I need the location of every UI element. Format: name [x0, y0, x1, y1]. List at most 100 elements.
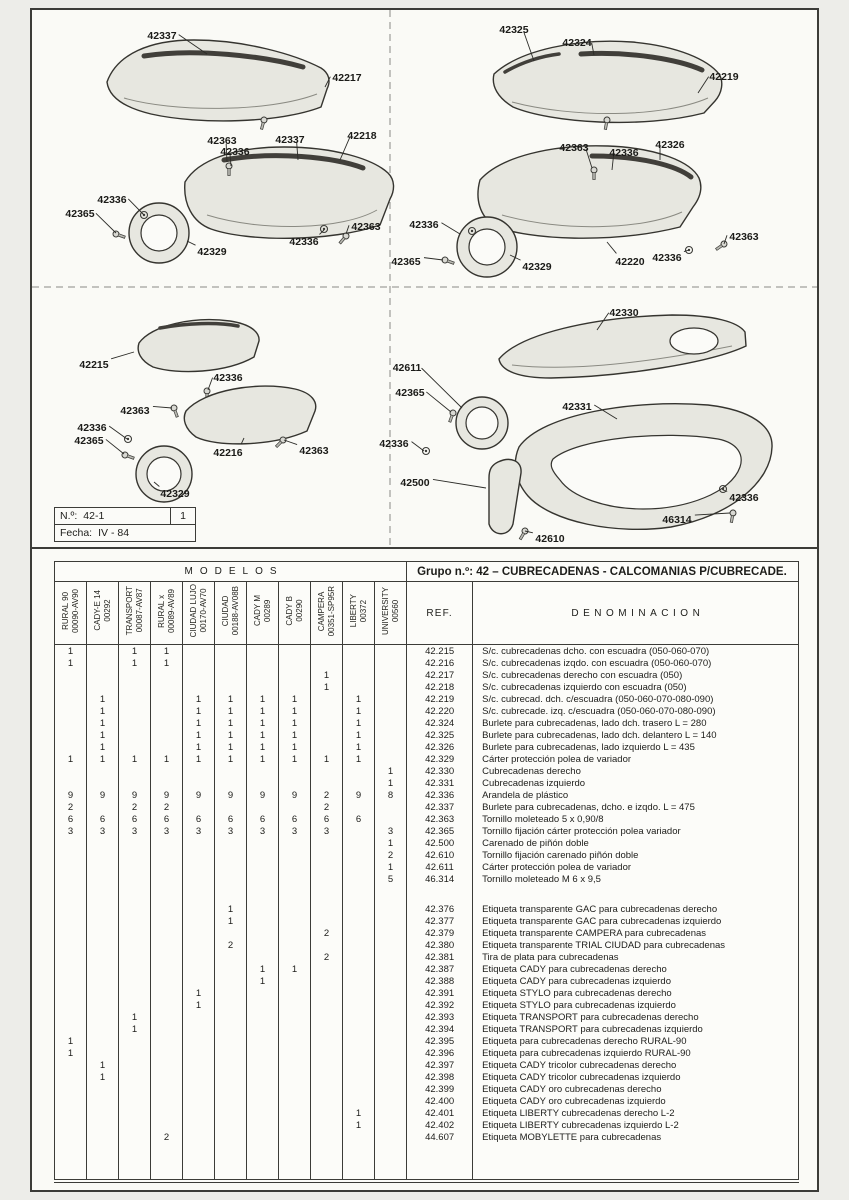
qty-cell — [373, 1143, 408, 1182]
qty-cell — [310, 885, 343, 904]
qty-cell — [278, 801, 311, 814]
qty-cell — [86, 939, 119, 952]
ref-cell: 42.220 — [406, 705, 474, 718]
denomination-cell: Etiqueta CADY oro cubrecadenas derecho — [482, 1083, 662, 1095]
ref-cell: 42.388 — [406, 975, 474, 988]
qty-cell — [118, 873, 151, 886]
qty-cell: 2 — [310, 951, 343, 964]
callout-leader-line — [178, 34, 208, 55]
rubber-strip — [221, 153, 366, 171]
qty-cell — [342, 1083, 375, 1096]
qty-cell — [54, 885, 87, 904]
callout-leader-line — [324, 76, 331, 88]
part-number-callout: 42336 — [213, 372, 242, 384]
qty-cell — [246, 801, 279, 814]
callout-leader-line — [95, 212, 117, 234]
denomination-cell: S/c. cubrecade. izq. c/escuadra (050-060… — [482, 705, 716, 717]
qty-cell — [150, 849, 183, 862]
callout-leader-line — [524, 530, 533, 534]
callout-leader-line — [683, 249, 690, 253]
qty-cell — [118, 927, 151, 940]
ref-cell: 42.401 — [406, 1107, 474, 1120]
screw-icon — [446, 408, 458, 424]
qty-cell — [86, 1023, 119, 1036]
qty-cell — [278, 1071, 311, 1084]
qty-cell — [182, 849, 215, 862]
qty-cell — [118, 975, 151, 988]
ref-cell: 42.395 — [406, 1035, 474, 1048]
qty-cell — [118, 1107, 151, 1120]
qty-cell — [373, 741, 408, 754]
qty-cell — [214, 927, 247, 940]
chain-guard-shape — [184, 146, 395, 239]
qty-cell — [54, 873, 87, 886]
part-number-callout: 42336 — [729, 492, 758, 504]
part-number-callout: 42336 — [609, 147, 638, 159]
qty-cell: 1 — [150, 644, 183, 658]
qty-cell — [182, 1011, 215, 1024]
qty-cell: 1 — [342, 753, 375, 766]
qty-cell: 2 — [54, 801, 87, 814]
qty-cell — [182, 939, 215, 952]
callout-leader-line — [606, 241, 617, 254]
sheet-number-label: N.º: — [60, 510, 78, 522]
qty-cell — [246, 939, 279, 952]
denomination-cell: S/c. cubrecadenas dcho. con escuadra (05… — [482, 645, 710, 657]
qty-cell: 1 — [86, 705, 119, 718]
guard-cutout — [550, 434, 742, 510]
callout-leader-line — [105, 439, 125, 455]
qty-cell — [86, 765, 119, 778]
qty-cell: 6 — [246, 813, 279, 826]
washer-icon — [123, 434, 133, 444]
qty-cell — [214, 963, 247, 976]
part-number-callout: 42336 — [97, 194, 126, 206]
qty-cell: 1 — [214, 741, 247, 754]
qty-cell — [86, 915, 119, 928]
qty-cell — [118, 939, 151, 952]
qty-cell — [246, 1047, 279, 1060]
denomination-cell: Etiqueta TRANSPORT para cubrecadenas der… — [482, 1011, 699, 1023]
part-number-callout: 42336 — [220, 146, 249, 158]
qty-cell — [214, 987, 247, 1000]
qty-cell — [342, 777, 375, 790]
qty-cell — [310, 717, 343, 730]
qty-cell — [54, 1143, 87, 1182]
qty-cell: 3 — [86, 825, 119, 838]
qty-cell — [182, 951, 215, 964]
qty-cell — [54, 939, 87, 952]
callout-leader-line — [411, 441, 425, 452]
qty-cell: 2 — [118, 801, 151, 814]
qty-cell — [214, 861, 247, 874]
denomination-cell: Carenado de piñón doble — [482, 837, 589, 849]
qty-cell — [246, 903, 279, 916]
qty-cell: 1 — [278, 717, 311, 730]
denomination-cell: Etiqueta TRANSPORT para cubrecadenas izq… — [482, 1023, 703, 1035]
qty-cell — [150, 1107, 183, 1120]
qty-cell — [373, 1059, 408, 1072]
qty-cell — [373, 1083, 408, 1096]
qty-cell — [342, 975, 375, 988]
rubber-strip — [158, 321, 240, 330]
ref-cell: 42.377 — [406, 915, 474, 928]
qty-cell — [246, 777, 279, 790]
qty-cell — [182, 975, 215, 988]
parts-diagram-svg: 4233742217423634233642337422184233642365… — [32, 10, 817, 547]
qty-cell — [150, 873, 183, 886]
qty-cell — [342, 765, 375, 778]
qty-cell: 1 — [373, 861, 408, 874]
qty-cell — [150, 717, 183, 730]
qty-cell: 2 — [310, 927, 343, 940]
qty-cell — [118, 717, 151, 730]
callout-leader-line — [153, 481, 160, 487]
qty-cell — [342, 1011, 375, 1024]
denomination-cell: Etiqueta para cubrecadenas derecho RURAL… — [482, 1035, 687, 1047]
qty-cell — [86, 1143, 119, 1182]
qty-cell — [182, 657, 215, 670]
callout-leader-line — [296, 142, 299, 161]
